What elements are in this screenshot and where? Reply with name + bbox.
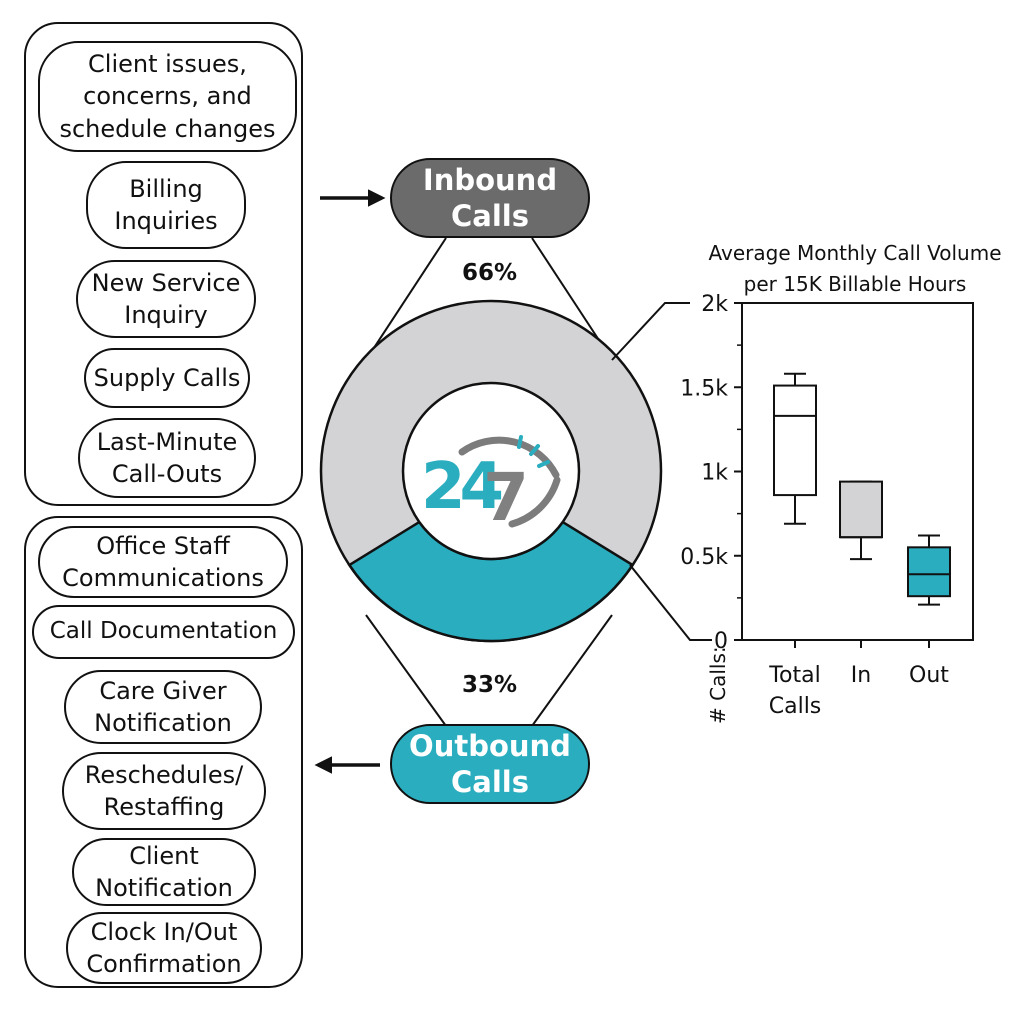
svg-text:7: 7 [483,459,529,536]
inbound-calls-hub: Inbound Calls [390,158,590,238]
inbound-item-last-minute: Last-Minute Call-Outs [78,418,256,498]
inbound-item-client-issues: Client issues, concerns, and schedule ch… [38,41,297,152]
chart-connector-top [611,302,690,361]
inbound-percent: 66% [462,260,518,286]
logo-24-7: 24 7 [421,435,561,536]
inbound-item-new-service: New Service Inquiry [76,260,256,338]
outbound-connector-right [531,614,613,727]
outbound-item-clock-in-out: Clock In/Out Confirmation [66,912,262,984]
outbound-connector-left [365,614,447,727]
outbound-item-client-notification: Client Notification [72,838,256,906]
outbound-item-call-documentation: Call Documentation [32,605,295,659]
inbound-topics-group [24,22,303,506]
outbound-topics-group [24,516,303,988]
chart-connector-bottom [629,564,712,641]
outbound-item-office-staff: Office Staff Communications [38,526,288,598]
inbound-item-supply-calls: Supply Calls [84,348,250,408]
outbound-item-reschedules: Reschedules/ Restaffing [62,752,266,830]
outbound-calls-hub: Outbound Calls [390,724,590,804]
inbound-item-billing: Billing Inquiries [86,161,246,249]
inbound-connector-left [365,237,447,361]
outbound-item-care-giver: Care Giver Notification [64,670,262,744]
outbound-percent: 33% [462,672,518,698]
svg-text:24: 24 [421,450,502,524]
